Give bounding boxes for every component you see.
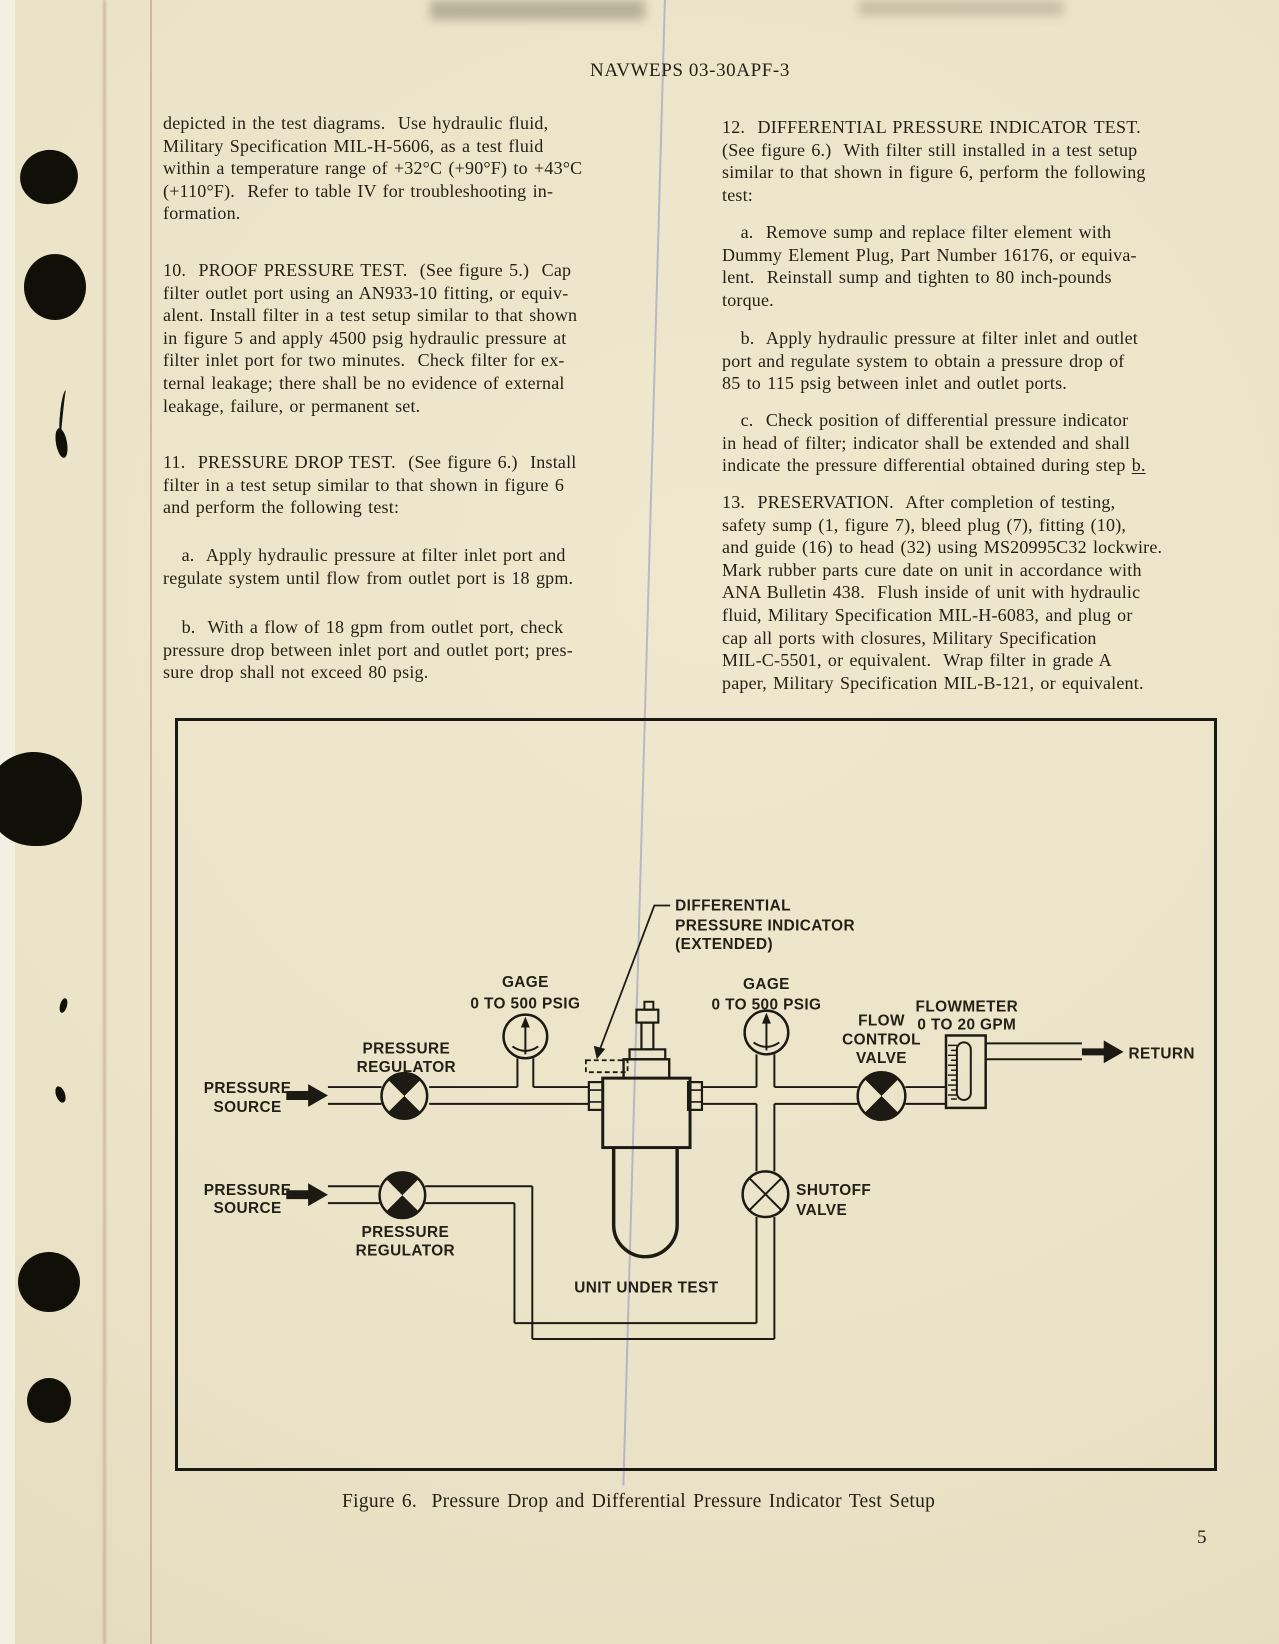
pipework (327, 1042, 1082, 1341)
filter-head (601, 1076, 692, 1150)
gage1-stem (516, 1058, 535, 1088)
ink-squiggle-blob (53, 427, 70, 459)
pressure-regulator-2-label: PRESSURE (361, 1224, 449, 1241)
diagram-labels: DIFFERENTIAL PRESSURE INDICATOR (EXTENDE… (204, 897, 1195, 1296)
svg-text:(EXTENDED): (EXTENDED) (675, 936, 773, 953)
ink-speck-2 (53, 1084, 68, 1105)
svg-text:SOURCE: SOURCE (214, 1099, 282, 1116)
step-b-reference: b. (1131, 455, 1146, 476)
gage-1-label: GAGE (502, 974, 549, 991)
svg-text:0 TO 500 PSIG: 0 TO 500 PSIG (470, 996, 580, 1013)
paragraph-12-dpi-test: 12. DIFFERENTIAL PRESSURE INDICATOR TEST… (722, 117, 1146, 205)
binder-hole-mark-5 (27, 1378, 71, 1423)
unit-under-test-symbol (584, 1000, 704, 1259)
pressure-regulator-1-symbol (380, 1071, 429, 1121)
flowmeter-symbol (944, 1034, 987, 1110)
return-arrow (1081, 1040, 1124, 1064)
svg-text:VALVE: VALVE (856, 1050, 907, 1067)
svg-text:VALVE: VALVE (796, 1202, 847, 1219)
page-number: 5 (1197, 1527, 1207, 1548)
filter-bowl (611, 1147, 679, 1259)
flow-control-valve-symbol (856, 1070, 907, 1122)
svg-text:0 TO 20 GPM: 0 TO 20 GPM (917, 1017, 1016, 1034)
pressure-source-2-arrow (286, 1183, 328, 1207)
return-label: RETURN (1129, 1045, 1195, 1062)
paragraph-11b: b. With a flow of 18 gpm from outlet por… (163, 617, 573, 683)
ink-speck-1 (58, 997, 69, 1014)
paragraph-11-pressure-drop-test: 11. PRESSURE DROP TEST. (See figure 6.) … (163, 452, 577, 518)
shutoff-valve-symbol (741, 1170, 790, 1219)
paragraph-11a: a. Apply hydraulic pressure at filter in… (163, 545, 574, 588)
svg-text:REGULATOR: REGULATOR (357, 1059, 456, 1076)
gage-2-symbol (743, 1009, 790, 1056)
binder-hole-mark-3b (0, 788, 76, 846)
figure-6-frame: DIFFERENTIAL PRESSURE INDICATOR (EXTENDE… (175, 718, 1217, 1471)
unit-under-test-label: UNIT UNDER TEST (574, 1279, 718, 1296)
outlet-port-fitting (686, 1081, 704, 1111)
shutoff-valve-label: SHUTOFF (796, 1182, 871, 1199)
red-margin-line (150, 0, 152, 1644)
flow-control-valve-label: FLOW (858, 1013, 905, 1030)
gage-2-label: GAGE (743, 976, 790, 993)
paragraph-10-proof-pressure-test: 10. PROOF PRESSURE TEST. (See figure 5.)… (163, 260, 578, 416)
dpi-label: DIFFERENTIAL (675, 897, 791, 914)
gage2-stem (755, 1054, 776, 1088)
pressure-source-2-label: PRESSURE (204, 1182, 292, 1199)
indicator-stem (640, 1021, 655, 1051)
flow-arrows (286, 1040, 1124, 1207)
svg-text:PRESSURE INDICATOR: PRESSURE INDICATOR (675, 917, 855, 934)
filter-cap (622, 1058, 671, 1080)
pressure-source-1-arrow (286, 1084, 328, 1107)
paragraph-intro: depicted in the test diagrams. Use hydra… (163, 113, 583, 224)
binder-hole-mark-4 (18, 1252, 80, 1312)
inlet-port-fitting (587, 1081, 604, 1111)
page-header: NAVWEPS 03-30APF-3 (590, 60, 790, 81)
paragraph-12c-text: c. Check position of differential pressu… (722, 410, 1131, 476)
binder-hole-mark-1 (15, 144, 83, 210)
paragraph-12a: a. Remove sump and replace filter elemen… (722, 222, 1137, 310)
dpi-leader-line (593, 904, 671, 1060)
figure-6-diagram: DIFFERENTIAL PRESSURE INDICATOR (EXTENDE… (204, 897, 1195, 1341)
pressure-regulator-1-label: PRESSURE (362, 1040, 450, 1057)
svg-text:0 TO 500 PSIG: 0 TO 500 PSIG (711, 997, 821, 1014)
top-stamp-smudge-right (858, 0, 1063, 16)
paragraph-12b: b. Apply hydraulic pressure at filter in… (722, 328, 1139, 394)
paragraph-12c: c. Check position of differential pressu… (722, 409, 1177, 477)
paragraph-13-preservation: 13. PRESERVATION. After completion of te… (722, 492, 1163, 693)
pressure-regulator-2-symbol (378, 1171, 427, 1220)
gage-1-symbol (502, 1013, 549, 1060)
svg-text:REGULATOR: REGULATOR (356, 1243, 455, 1260)
figure-6-caption: Figure 6. Pressure Drop and Differential… (342, 1491, 936, 1512)
top-stamp-smudge-left (430, 0, 645, 20)
extended-indicator-dashed (584, 1059, 629, 1074)
binder-hole-mark-2 (24, 254, 86, 320)
paper-crease-line (103, 0, 106, 1644)
flowmeter-label: FLOWMETER (916, 999, 1019, 1016)
pressure-source-1-label: PRESSURE (204, 1080, 292, 1097)
svg-text:SOURCE: SOURCE (214, 1200, 282, 1217)
svg-text:CONTROL: CONTROL (842, 1031, 921, 1048)
